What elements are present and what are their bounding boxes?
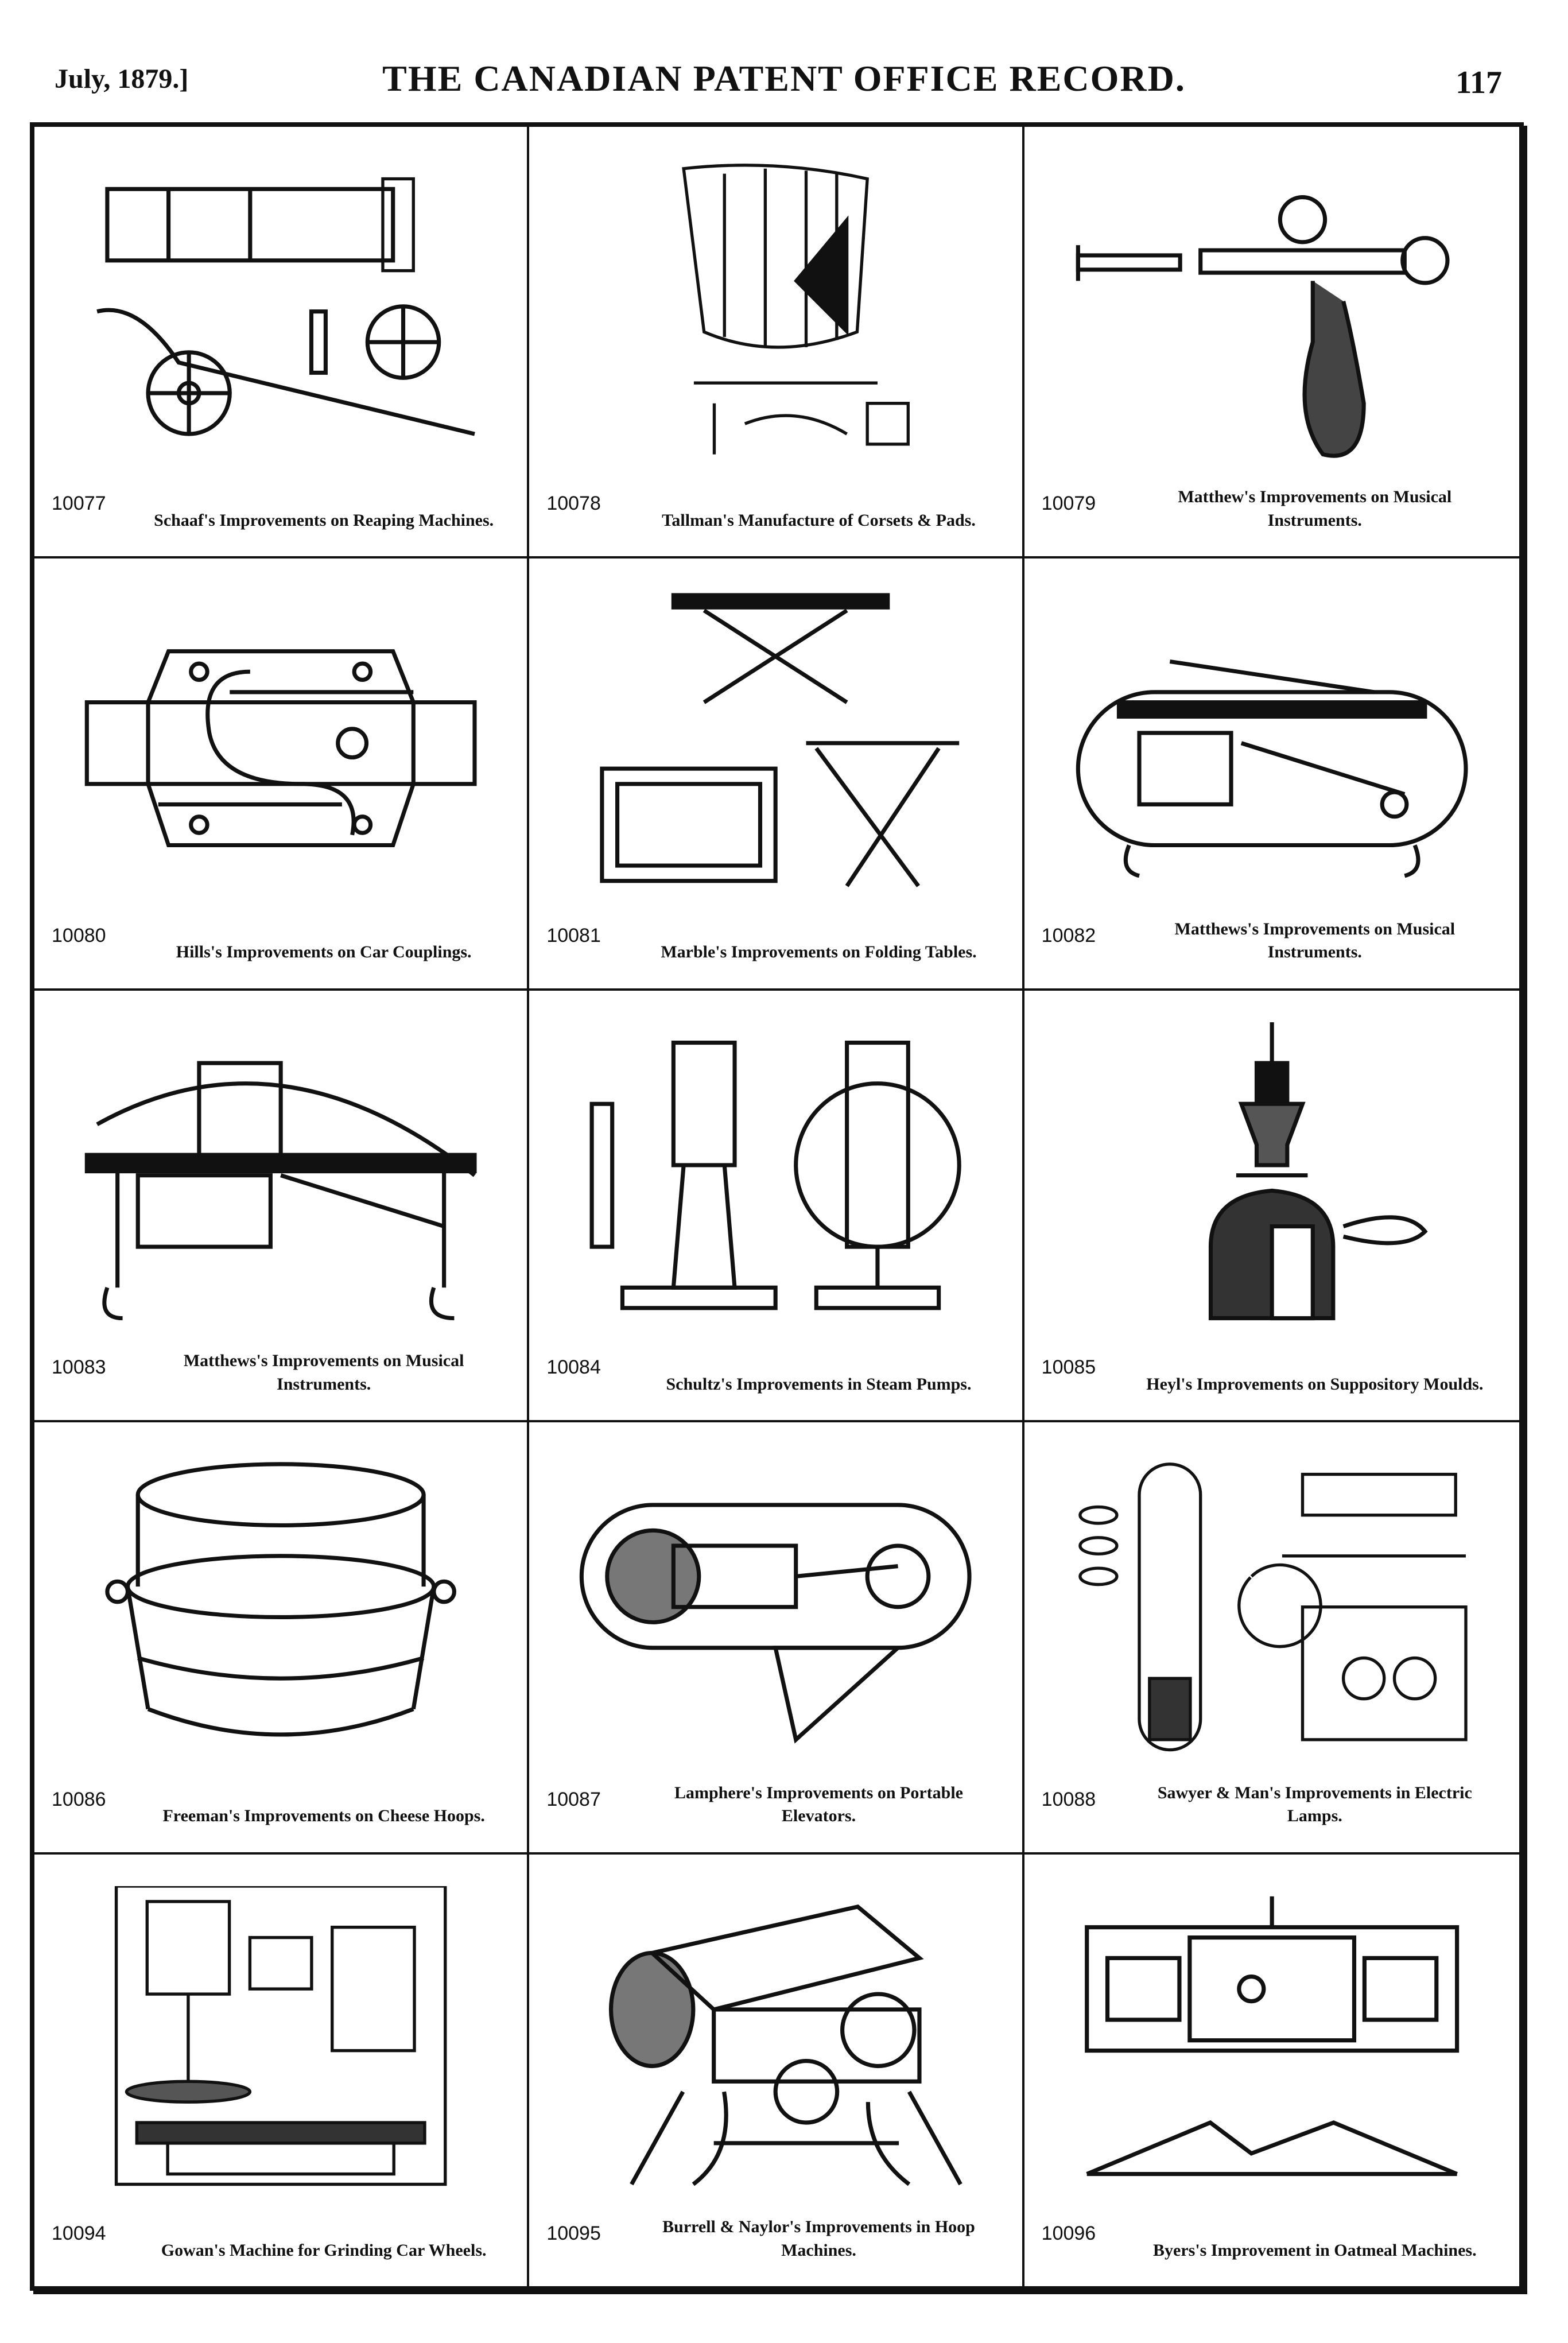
patent-number: 10094 xyxy=(52,2222,106,2244)
patent-cell-10087: 10087 Lamphere's Improvements on Portabl… xyxy=(529,1422,1024,1855)
patent-title: Sawyer & Man's Improvements in Electric … xyxy=(1157,1783,1472,1826)
patent-illustration xyxy=(1065,590,1479,896)
patent-title: Heyl's Improvements on Suppository Mould… xyxy=(1146,1374,1484,1394)
patent-grid: 10077 Schaaf's Improvements on Reaping M… xyxy=(34,127,1519,2286)
patent-illustration xyxy=(1065,158,1479,464)
page-number: 117 xyxy=(1456,65,1502,100)
patent-number: 10084 xyxy=(546,1356,601,1379)
patent-grid-frame: 10077 Schaaf's Improvements on Reaping M… xyxy=(30,122,1524,2291)
patent-illustration xyxy=(75,158,487,464)
issue-date: July, 1879.] xyxy=(55,64,189,94)
patent-number: 10082 xyxy=(1041,924,1096,946)
patent-cell-10084: 10084 Schultz's Improvements in Steam Pu… xyxy=(529,990,1024,1423)
page-header: July, 1879.] THE CANADIAN PATENT OFFICE … xyxy=(0,0,1568,115)
patent-illustration xyxy=(569,1886,981,2194)
patent-illustration xyxy=(75,590,487,896)
patent-caption: 10087 Lamphere's Improvements on Portabl… xyxy=(541,1771,1010,1840)
patent-number: 10088 xyxy=(1041,1788,1096,1810)
patent-caption: 10080 Hills's Improvements on Car Coupli… xyxy=(46,907,515,976)
patent-number: 10079 xyxy=(1041,492,1096,515)
patent-title: Byers's Improvement in Oatmeal Machines. xyxy=(1153,2240,1477,2260)
patent-cell-10081: 10081 Marble's Improvements on Folding T… xyxy=(529,558,1024,991)
patent-caption: 10081 Marble's Improvements on Folding T… xyxy=(541,907,1010,976)
patent-title: Tallman's Manufacture of Corsets & Pads. xyxy=(662,510,976,530)
patent-caption: 10094 Gowan's Machine for Grinding Car W… xyxy=(46,2205,515,2274)
patent-cell-10078: 10078 Tallman's Manufacture of Corsets &… xyxy=(529,127,1024,559)
patent-illustration xyxy=(569,590,981,896)
patent-illustration xyxy=(1065,1886,1479,2194)
patent-caption: 10095 Burrell & Naylor's Improvements in… xyxy=(541,2205,1010,2274)
patent-number: 10077 xyxy=(52,492,106,515)
patent-illustration xyxy=(1065,1022,1479,1328)
patent-caption: 10078 Tallman's Manufacture of Corsets &… xyxy=(541,475,1010,544)
patent-caption: 10083 Matthews's Improvements on Musical… xyxy=(46,1339,515,1407)
patent-number: 10080 xyxy=(52,924,106,946)
patent-title: Lamphere's Improvements on Portable Elev… xyxy=(674,1783,963,1826)
patent-caption: 10084 Schultz's Improvements in Steam Pu… xyxy=(541,1339,1010,1407)
patent-title: Schultz's Improvements in Steam Pumps. xyxy=(666,1374,972,1394)
patent-caption: 10077 Schaaf's Improvements on Reaping M… xyxy=(46,475,515,544)
patent-caption: 10085 Heyl's Improvements on Suppository… xyxy=(1036,1339,1508,1407)
patent-cell-10080: 10080 Hills's Improvements on Car Coupli… xyxy=(34,558,530,991)
patent-cell-10086: 10086 Freeman's Improvements on Cheese H… xyxy=(34,1422,530,1855)
patent-title: Burrell & Naylor's Improvements in Hoop … xyxy=(662,2217,975,2260)
patent-number: 10095 xyxy=(546,2222,601,2244)
patent-illustration xyxy=(1065,1454,1479,1760)
patent-title: Freeman's Improvements on Cheese Hoops. xyxy=(162,1806,485,1826)
patent-cell-10085: 10085 Heyl's Improvements on Suppository… xyxy=(1024,991,1519,1423)
patent-cell-10082: 10082 Matthews's Improvements on Musical… xyxy=(1024,558,1519,991)
patent-caption: 10088 Sawyer & Man's Improvements in Ele… xyxy=(1036,1771,1508,1840)
patent-cell-10095: 10095 Burrell & Naylor's Improvements in… xyxy=(529,1854,1024,2286)
patent-illustration xyxy=(569,158,981,464)
patent-number: 10087 xyxy=(546,1788,601,1810)
publication-title: THE CANADIAN PATENT OFFICE RECORD. xyxy=(382,58,1186,99)
patent-caption: 10082 Matthews's Improvements on Musical… xyxy=(1036,907,1508,976)
patent-title: Matthew's Improvements on Musical Instru… xyxy=(1178,487,1452,530)
patent-illustration xyxy=(75,1454,487,1760)
patent-title: Gowan's Machine for Grinding Car Wheels. xyxy=(161,2240,487,2260)
patent-cell-10083: 10083 Matthews's Improvements on Musical… xyxy=(34,990,530,1423)
patent-cell-10096: 10096 Byers's Improvement in Oatmeal Mac… xyxy=(1024,1855,1519,2286)
patent-title: Hills's Improvements on Car Couplings. xyxy=(176,942,472,962)
patent-number: 10085 xyxy=(1041,1356,1096,1379)
patent-illustration xyxy=(569,1022,981,1328)
patent-title: Matthews's Improvements on Musical Instr… xyxy=(183,1351,464,1394)
patent-illustration xyxy=(75,1022,487,1328)
patent-number: 10096 xyxy=(1041,2222,1096,2244)
patent-number: 10078 xyxy=(546,492,601,515)
patent-caption: 10096 Byers's Improvement in Oatmeal Mac… xyxy=(1036,2205,1508,2274)
patent-illustration xyxy=(569,1454,981,1760)
patent-cell-10079: 10079 Matthew's Improvements on Musical … xyxy=(1024,127,1519,559)
patent-title: Schaaf's Improvements on Reaping Machine… xyxy=(154,510,494,530)
patent-number: 10083 xyxy=(52,1356,106,1379)
patent-caption: 10086 Freeman's Improvements on Cheese H… xyxy=(46,1771,515,1840)
patent-caption: 10079 Matthew's Improvements on Musical … xyxy=(1036,475,1508,544)
patent-number: 10081 xyxy=(546,924,601,946)
patent-title: Marble's Improvements on Folding Tables. xyxy=(661,942,977,962)
patent-illustration xyxy=(75,1884,487,2194)
patent-cell-10088: 10088 Sawyer & Man's Improvements in Ele… xyxy=(1024,1422,1519,1855)
patent-cell-10077: 10077 Schaaf's Improvements on Reaping M… xyxy=(34,127,530,559)
patent-title: Matthews's Improvements on Musical Instr… xyxy=(1174,919,1456,962)
patent-cell-10094: 10094 Gowan's Machine for Grinding Car W… xyxy=(34,1854,530,2286)
patent-number: 10086 xyxy=(52,1788,106,1810)
